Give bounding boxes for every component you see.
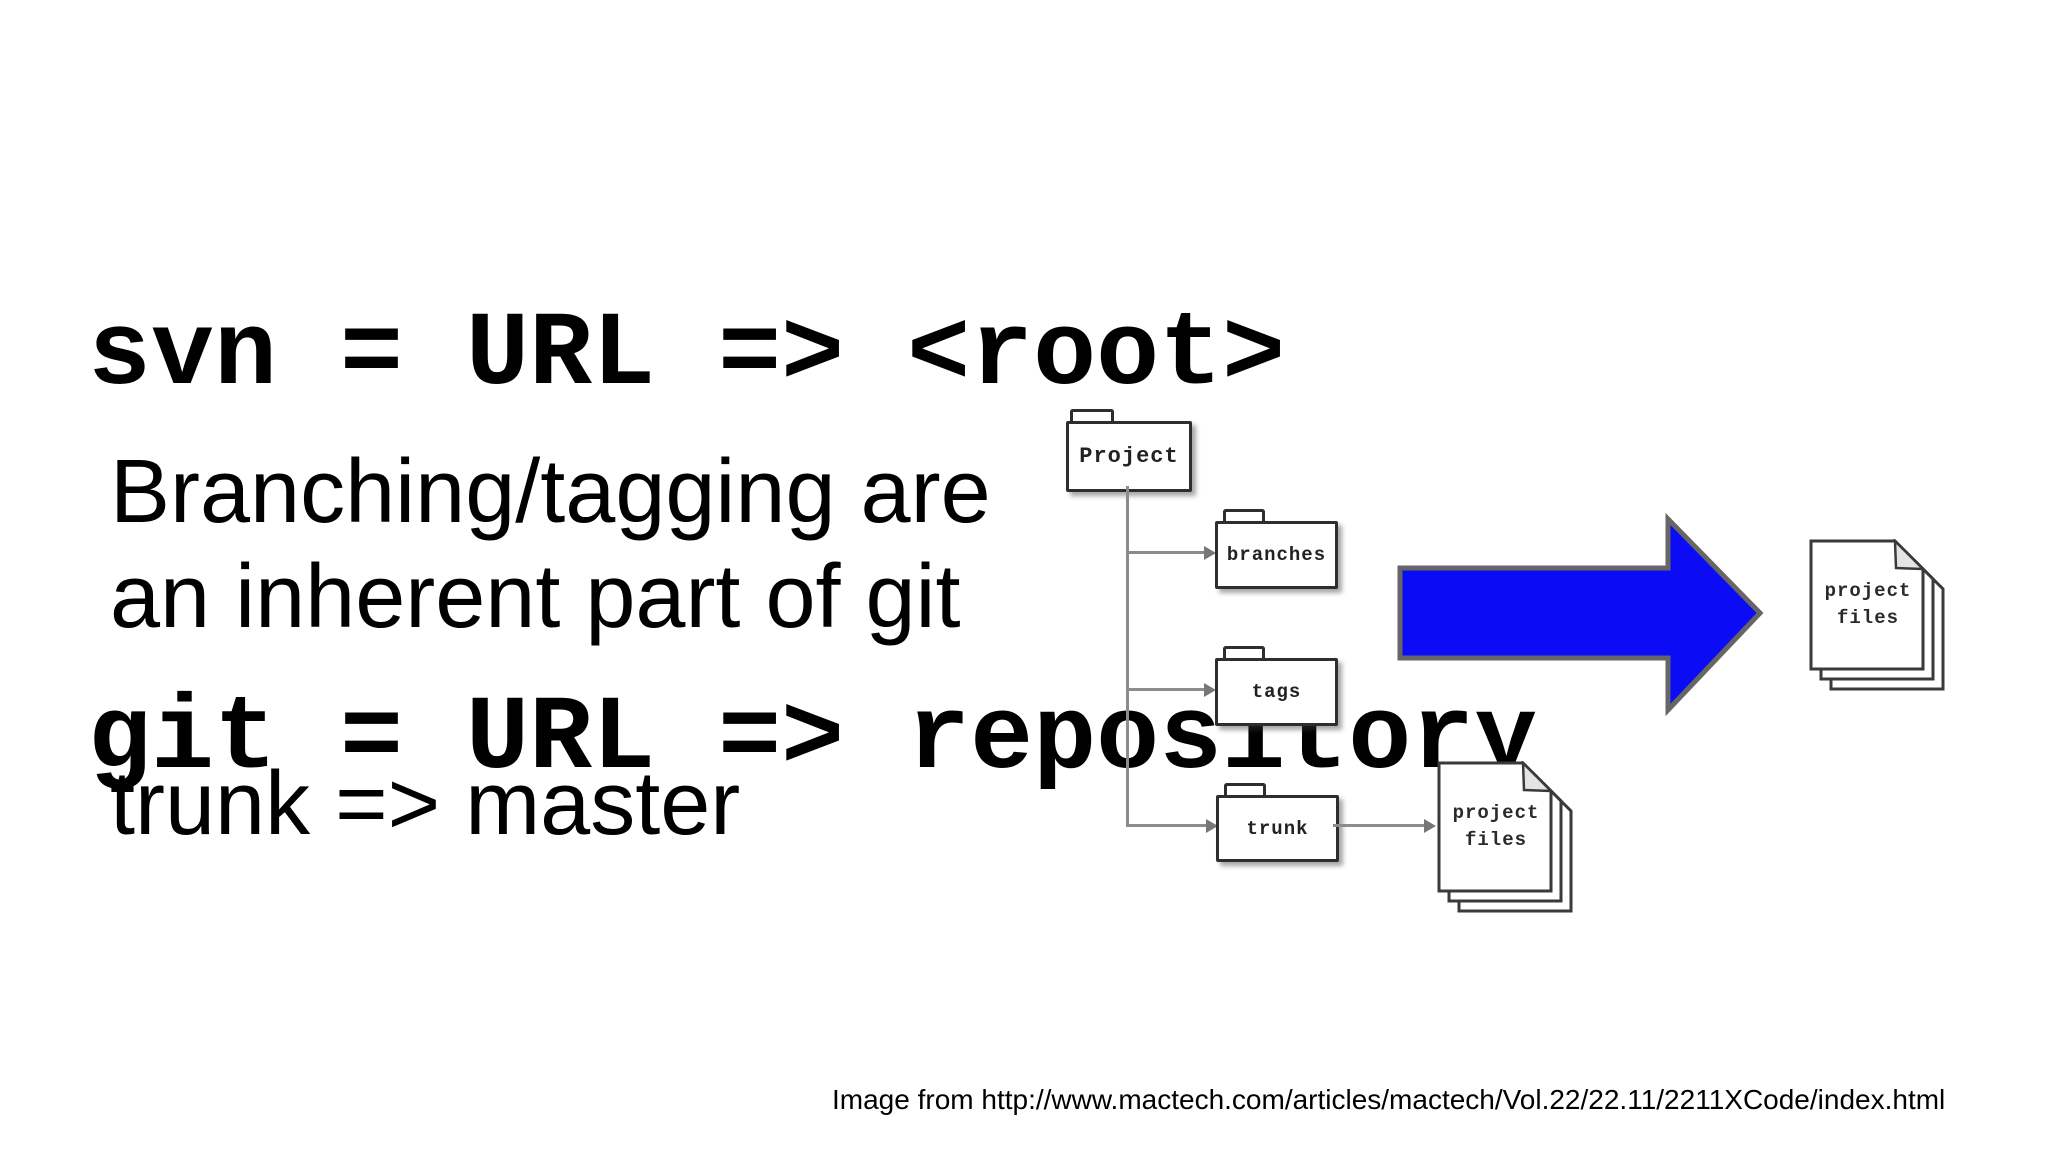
git-url-line: git = URL => repository [88, 680, 1538, 799]
branches-connector-arrow-icon [1204, 546, 1216, 560]
svn-project-files-label: project files [1452, 802, 1540, 851]
svn-url-line: svn = URL => <root> [88, 296, 1286, 415]
branching-note-line2: an inherent part of git [110, 547, 961, 647]
trunk-master-mapping: trunk => master [110, 754, 741, 854]
svn-project-files-docstack-icon [1437, 761, 1573, 913]
tags-connector-arrow-icon [1204, 683, 1216, 697]
trunk-files-connector-line [1333, 824, 1425, 827]
trunk-folder-label: trunk [1246, 817, 1309, 840]
trunk-connector-line [1127, 824, 1207, 827]
project-folder-icon: Project [1066, 421, 1192, 492]
tags-folder-label: tags [1251, 681, 1302, 703]
tree-vertical-line [1126, 486, 1129, 827]
big-blue-arrow-icon [1397, 513, 1764, 717]
trunk-folder-icon: trunk [1216, 795, 1339, 862]
tags-connector-line [1127, 688, 1205, 691]
image-credit: Image from http://www.mactech.com/articl… [832, 1084, 1946, 1115]
branches-folder-icon: branches [1215, 521, 1338, 589]
project-folder-label: Project [1079, 444, 1179, 469]
tags-folder-icon: tags [1215, 658, 1338, 726]
trunk-files-connector-arrow-icon [1424, 819, 1436, 833]
git-project-files-docstack-icon [1809, 539, 1945, 691]
branching-note-line1: Branching/tagging are [110, 442, 991, 542]
branches-connector-line [1127, 551, 1205, 554]
git-project-files-label: project files [1824, 580, 1912, 629]
branching-note: Branching/tagging are an inherent part o… [110, 440, 991, 650]
code-comparison-block: svn = URL => <root> git = URL => reposit… [88, 36, 1537, 1060]
trunk-connector-arrow-icon [1206, 819, 1218, 833]
branches-folder-label: branches [1226, 544, 1327, 566]
